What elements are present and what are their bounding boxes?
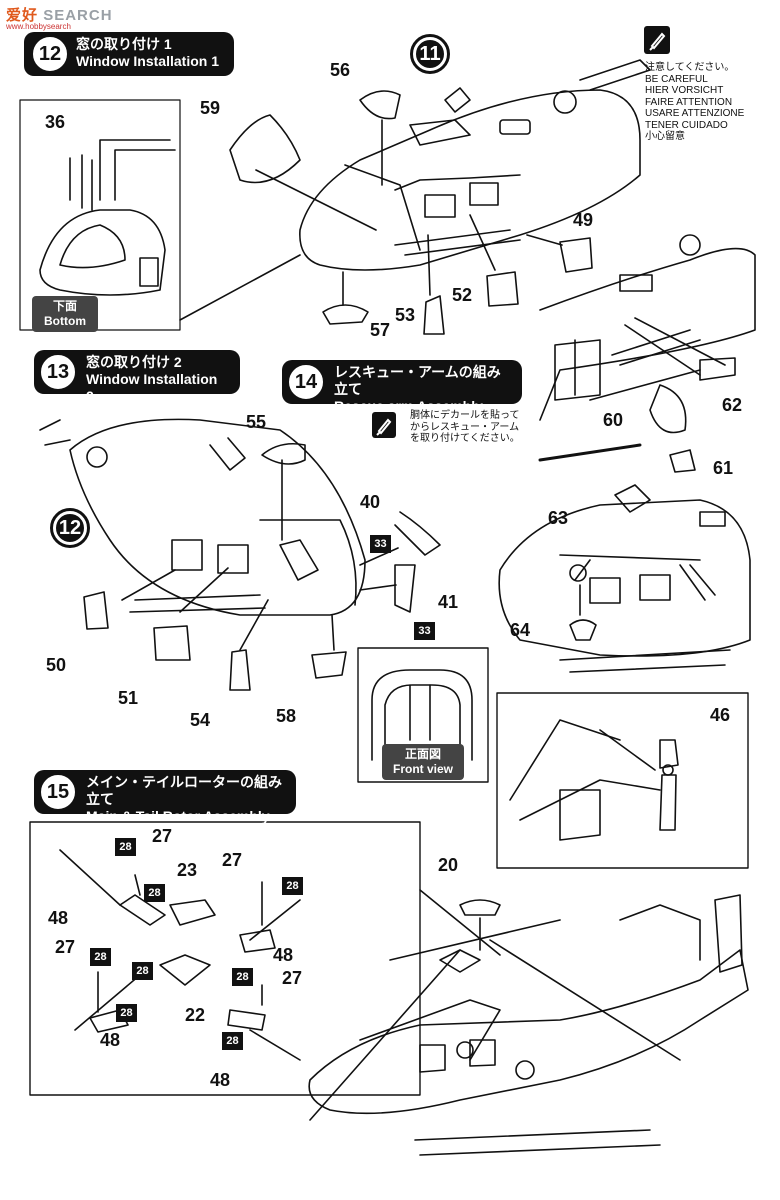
decal-28-d: 28 — [90, 948, 111, 966]
caution-text: 注意してください。 BE CAREFUL HIER VORSICHT FAIRE… — [645, 62, 745, 142]
step-14-title-en: Rescue arm Assembly — [334, 398, 483, 414]
part-27-b: 27 — [222, 850, 243, 870]
part-51: 51 — [118, 688, 139, 708]
step-12-title-jp: 窓の取り付け 1 — [76, 36, 172, 52]
part-49: 49 — [573, 210, 594, 230]
step-14-badge: 14 — [286, 362, 326, 402]
part-58: 58 — [276, 706, 297, 726]
part-52: 52 — [452, 285, 473, 305]
part-22: 22 — [185, 1005, 206, 1025]
part-57: 57 — [370, 320, 391, 340]
part-48-d: 48 — [210, 1070, 231, 1090]
caution-icon — [372, 412, 396, 438]
part-54: 54 — [190, 710, 211, 730]
step-12-title-en: Window Installation 1 — [76, 53, 219, 69]
part-60: 60 — [603, 410, 624, 430]
step-15-title-jp: メイン・テイルローターの組み立て — [86, 774, 282, 807]
part-48-a: 48 — [48, 908, 69, 928]
step-13-title-jp: 窓の取り付け 2 — [86, 354, 182, 370]
decal-28-a: 28 — [115, 838, 136, 856]
part-48-c: 48 — [100, 1030, 121, 1050]
part-61: 61 — [713, 458, 734, 478]
part-56: 56 — [330, 60, 351, 80]
part-27-d: 27 — [282, 968, 303, 988]
decal-28-e: 28 — [132, 962, 153, 980]
step-14-title-jp: レスキュー・アームの組み立て — [334, 364, 501, 397]
part-20: 20 — [438, 855, 459, 875]
decal-28-f: 28 — [232, 968, 253, 986]
part-41: 41 — [438, 592, 459, 612]
part-53: 53 — [395, 305, 416, 325]
part-27-c: 27 — [55, 937, 76, 957]
step-14-note: 胴体にデカールを貼って からレスキュー・アーム を取り付けてください。 — [410, 410, 520, 444]
part-23: 23 — [177, 860, 198, 880]
decal-28-g: 28 — [116, 1004, 137, 1022]
part-50: 50 — [46, 655, 67, 675]
part-46: 46 — [710, 705, 731, 725]
part-59: 59 — [200, 98, 221, 118]
decal-28-h: 28 — [222, 1032, 243, 1050]
part-40: 40 — [360, 492, 381, 512]
part-62: 62 — [722, 395, 743, 415]
step-15-title-en: Main & Tail Rotor Assembly — [86, 808, 270, 824]
part-55: 55 — [246, 412, 267, 432]
watermark: 爱好 SEARCH — [6, 7, 113, 24]
decal-28-c: 28 — [282, 877, 303, 895]
ref-step-11-badge: 11 — [410, 34, 450, 74]
watermark-url: www.hobbysearch — [6, 22, 71, 31]
step-15-badge: 15 — [38, 772, 78, 812]
part-64: 64 — [510, 620, 531, 640]
decal-28-b: 28 — [144, 884, 165, 902]
decal-33-a: 33 — [370, 535, 391, 553]
part-48-b: 48 — [273, 945, 294, 965]
decal-33-b: 33 — [414, 622, 435, 640]
bottom-view-label: 下面 Bottom — [32, 296, 98, 332]
part-27-a: 27 — [152, 826, 173, 846]
step-13-title-en: Window Installation 2 — [86, 371, 218, 404]
part-36: 36 — [45, 112, 66, 132]
front-view-label: 正面図 Front view — [382, 744, 464, 780]
part-63: 63 — [548, 508, 569, 528]
caution-icon — [644, 26, 670, 54]
step-13-badge: 13 — [38, 352, 78, 392]
ref-step-12-badge: 12 — [50, 508, 90, 548]
step-12-badge: 12 — [30, 34, 70, 74]
